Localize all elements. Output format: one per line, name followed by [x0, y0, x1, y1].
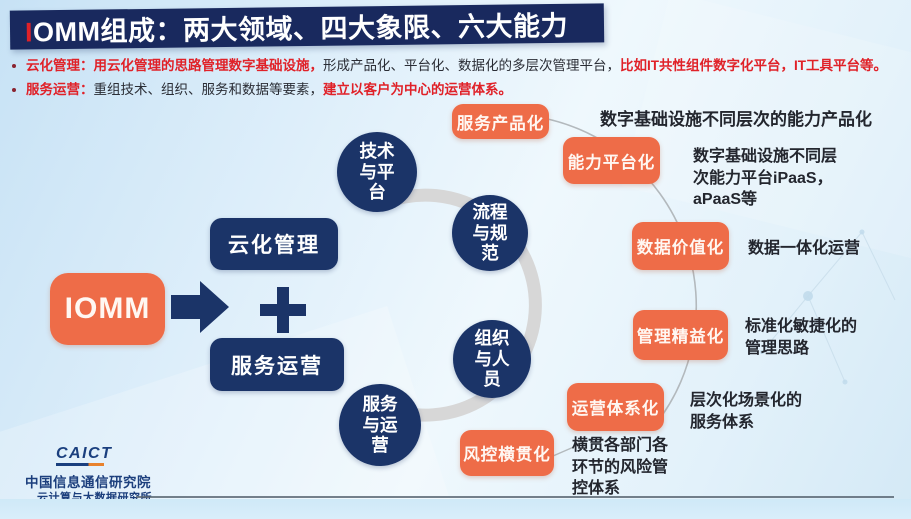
capability-box-risk-control: 风控横贯化	[460, 430, 554, 476]
page-title: IOMM组成：两大领域、四大象限、六大能力	[25, 4, 568, 50]
capability-desc-lean-management: 标准化敏捷化的 管理思路	[745, 318, 858, 357]
quadrant-circle-tech-platform: 技术与平台	[337, 132, 417, 212]
bullet1-tail: 比如IT共性组件数字化平台，IT工具平台等。	[620, 58, 887, 73]
domain-box-cloud-management: 云化管理	[210, 218, 338, 270]
caict-logo-underline	[56, 463, 104, 466]
arrow-right-icon	[171, 281, 229, 333]
title-banner: IOMM组成：两大领域、四大象限、六大能力	[9, 3, 605, 50]
bullet2-lead: 服务运营：	[26, 82, 94, 97]
quadrant-label: 服务与运营	[362, 394, 398, 456]
bullet-service-operation: 服务运营：重组技术、组织、服务和数据等要素，建立以客户为中心的运营体系。	[12, 81, 512, 98]
title-text: OMM组成：两大领域、四大象限、六大能力	[32, 10, 569, 48]
bullet-cloud-management: 云化管理：用云化管理的思路管理数字基础设施，形成产品化、平台化、数据化的多层次管…	[12, 57, 887, 74]
capability-desc-data-value: 数据一体化运营	[748, 240, 861, 257]
bottom-band	[0, 499, 911, 519]
capability-box-data-value: 数据价值化	[632, 222, 729, 270]
caict-logo: CAICT	[56, 445, 113, 462]
quadrant-circle-service-operation: 服务与运营	[339, 384, 421, 466]
bullet-dot-icon	[12, 88, 16, 92]
capability-box-service-productization: 服务产品化	[452, 104, 549, 139]
quadrant-circle-process-standards: 流程与规范	[452, 195, 528, 271]
capability-box-operation-system: 运营体系化	[567, 383, 664, 431]
capability-desc-risk-control: 横贯各部门各 环节的风险管 控体系	[572, 437, 669, 498]
bullet-dot-icon	[12, 64, 16, 68]
quadrant-circle-org-people: 组织与人员	[453, 320, 531, 398]
bullet1-mid: 形成产品化、平台化、数据化的多层次管理平台，	[323, 58, 620, 73]
footer-divider	[136, 496, 894, 498]
capability-desc-operation-system: 层次化场景化的 服务体系	[690, 392, 803, 431]
domain-box-service-operation: 服务运营	[210, 338, 344, 391]
org-name: 中国信息通信研究院	[25, 475, 151, 490]
bullet1-lead: 云化管理：用云化管理的思路管理数字基础设施，	[26, 58, 323, 73]
capability-desc-service-productization: 数字基础设施不同层次的能力产品化	[600, 110, 872, 129]
bullet2-tail: 建立以客户为中心的运营体系。	[323, 82, 512, 97]
capability-desc-capability-platform: 数字基础设施不同层 次能力平台iPaaS， aPaaS等	[693, 148, 838, 209]
bullet2-mid: 重组技术、组织、服务和数据等要素，	[93, 82, 324, 97]
quadrant-label: 流程与规范	[472, 202, 508, 264]
capability-box-lean-management: 管理精益化	[633, 310, 728, 360]
iomm-box: IOMM	[50, 273, 165, 345]
plus-icon	[260, 287, 306, 333]
quadrant-label: 技术与平台	[359, 141, 395, 203]
quadrant-label: 组织与人员	[474, 328, 510, 390]
capability-box-capability-platform: 能力平台化	[563, 137, 660, 184]
